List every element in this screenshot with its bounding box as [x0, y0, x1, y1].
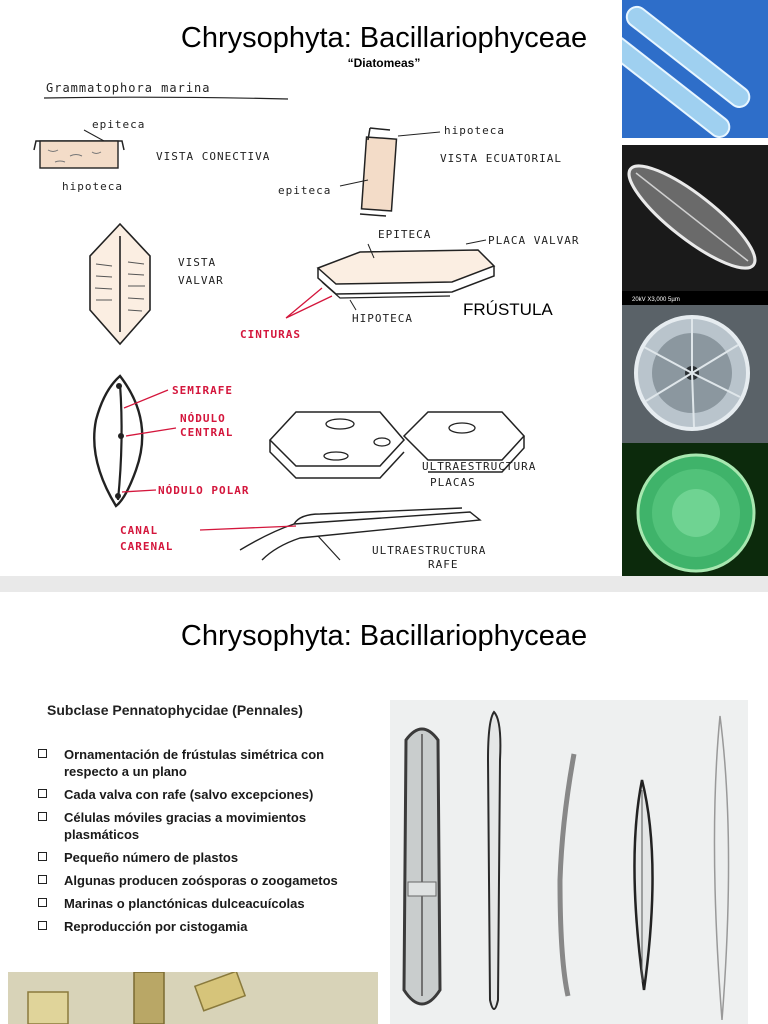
raphe-valve-sketch [93, 374, 177, 508]
micrograph-sem-naviculoid: 20kV X3,000 5µm [622, 145, 768, 305]
checkbox-bullet-icon [38, 875, 47, 884]
label-carenal: CARENAL [120, 540, 173, 553]
label-hipoteca-right: hipoteca [444, 124, 505, 137]
vista-conectiva-sketch [33, 129, 125, 169]
label-canal: CANAL [120, 524, 158, 537]
label-placa-valvar: PLACA VALVAR [488, 234, 579, 247]
label-ultra-rafe-2: RAFE [428, 558, 459, 571]
label-cinturas: CINTURAS [240, 328, 301, 341]
list-item: Marinas o planctónicas dulceacuícolas [35, 895, 380, 912]
sem-caption: 20kV X3,000 5µm [632, 297, 680, 303]
slide-diatom-structure: Chrysophyta: Bacillariophyceae “Diatomea… [0, 0, 768, 576]
slide-pennales: Chrysophyta: Bacillariophyceae Subclase … [0, 592, 768, 1024]
vista-valvar-sketch [89, 222, 151, 346]
checkbox-bullet-icon [38, 898, 47, 907]
list-item: Reproducción por cistogamia [35, 918, 380, 935]
label-hipoteca-caps: HIPOTECA [352, 312, 413, 325]
label-nodulo: NÓDULO [180, 412, 226, 425]
label-nodulo-polar: NÓDULO POLAR [158, 484, 249, 497]
label-epiteca-right: epiteca [278, 184, 331, 197]
plate-ultrastructure-sketch [268, 411, 526, 479]
list-item: Algunas producen zoósporas o zoogametos [35, 872, 380, 889]
vista-ecuatorial-sketch [339, 127, 441, 217]
micrograph-green-centric [622, 443, 768, 576]
characteristics-list: Ornamentación de frústulas simétrica con… [35, 746, 380, 941]
slide-title: Chrysophyta: Bacillariophyceae [180, 22, 588, 54]
label-valvar: VALVAR [178, 274, 224, 287]
label-vista: VISTA [178, 256, 216, 269]
frustula-label: FRÚSTULA [463, 300, 553, 319]
list-item: Cada valva con rafe (salvo excepciones) [35, 786, 380, 803]
raphe-ultrastructure-sketch [199, 507, 482, 561]
checkbox-bullet-icon [38, 812, 47, 821]
frustula-sketch [285, 239, 496, 319]
subclass-heading: Subclase Pennatophycidae (Pennales) [47, 702, 303, 718]
label-vista-conectiva: VISTA CONECTIVA [156, 150, 270, 163]
label-central: CENTRAL [180, 426, 233, 439]
list-item: Ornamentación de frústulas simétrica con… [35, 746, 380, 780]
label-semirafe: SEMIRAFE [172, 384, 233, 397]
slide-title: Chrysophyta: Bacillariophyceae [180, 620, 588, 652]
micrograph-pennate-diatoms [390, 700, 748, 1024]
label-ultra-placas-2: PLACAS [430, 476, 476, 489]
list-item: Células móviles gracias a movimientos pl… [35, 809, 380, 843]
checkbox-bullet-icon [38, 749, 47, 758]
checkbox-bullet-icon [38, 852, 47, 861]
hand-drawn-diagram: Grammatophora marina epiteca VISTA CONEC… [33, 81, 579, 571]
label-ultra-placas-1: ULTRAESTRUCTURA [422, 460, 536, 473]
label-epiteca-caps: EPITECA [378, 228, 431, 241]
label-epiteca-top: epiteca [92, 118, 145, 131]
checkbox-bullet-icon [38, 921, 47, 930]
label-hipoteca-left: hipoteca [62, 180, 123, 193]
checkbox-bullet-icon [38, 789, 47, 798]
list-item: Pequeño número de plastos [35, 849, 380, 866]
micrograph-blue-diatoms [622, 0, 768, 138]
label-ultra-rafe-1: ULTRAESTRUCTURA [372, 544, 486, 557]
micrograph-cells [8, 972, 378, 1024]
slide-subtitle: “Diatomeas” [347, 56, 421, 70]
micrograph-centric-diatom [622, 305, 768, 443]
label-vista-ecuatorial: VISTA ECUATORIAL [440, 152, 562, 165]
sketch-heading: Grammatophora marina [46, 81, 211, 95]
